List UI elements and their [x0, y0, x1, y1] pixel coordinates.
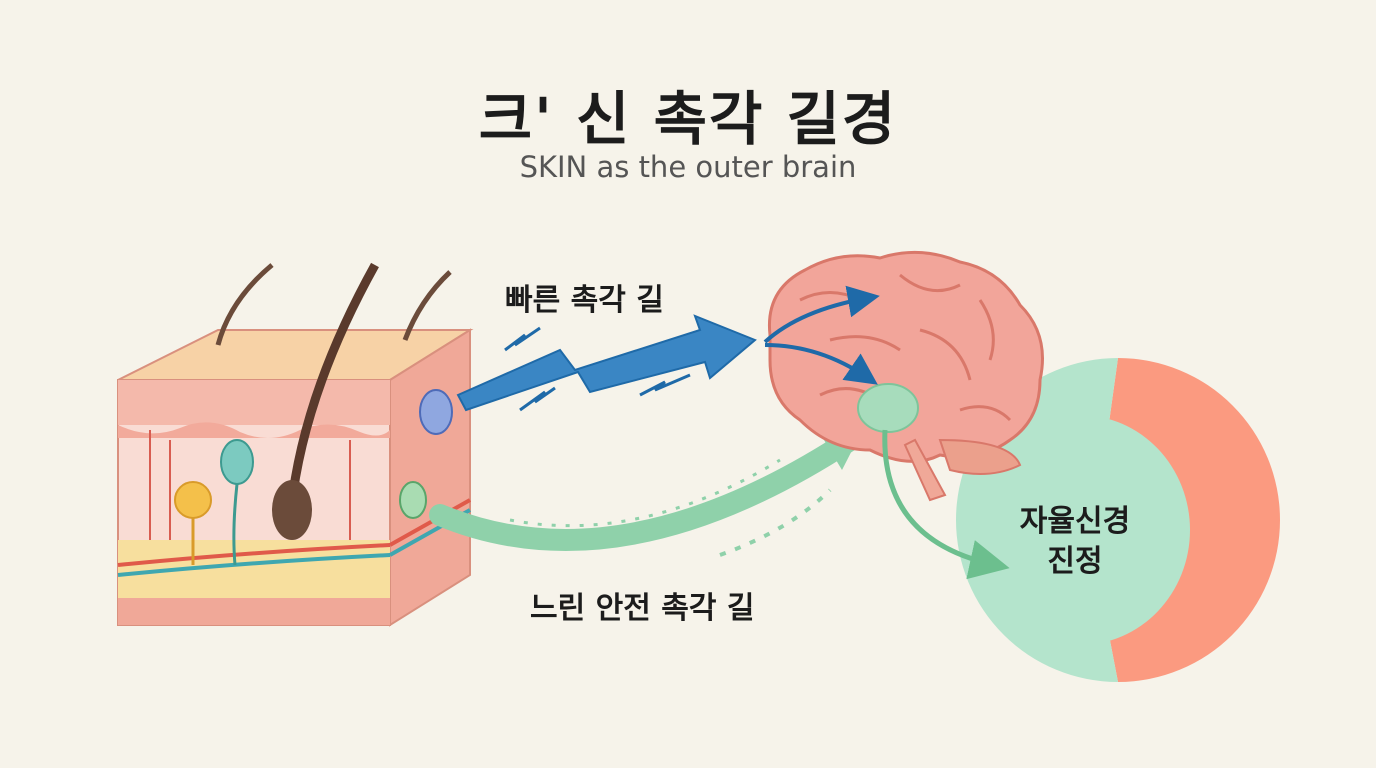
fast-pathway-arrow [458, 316, 755, 410]
fast-pathway-label: 빠른 촉각 길 [505, 275, 664, 319]
autonomic-label-line2: 진정 [1000, 542, 1150, 582]
autonomic-calm-label: 자율신경 진정 [1000, 502, 1150, 582]
autonomic-label-line1: 자율신경 [1000, 502, 1150, 542]
slow-pathway-arrow [440, 425, 865, 555]
skin-cross-section [118, 265, 470, 625]
slow-pathway-label: 느린 안전 촉각 길 [530, 583, 755, 627]
